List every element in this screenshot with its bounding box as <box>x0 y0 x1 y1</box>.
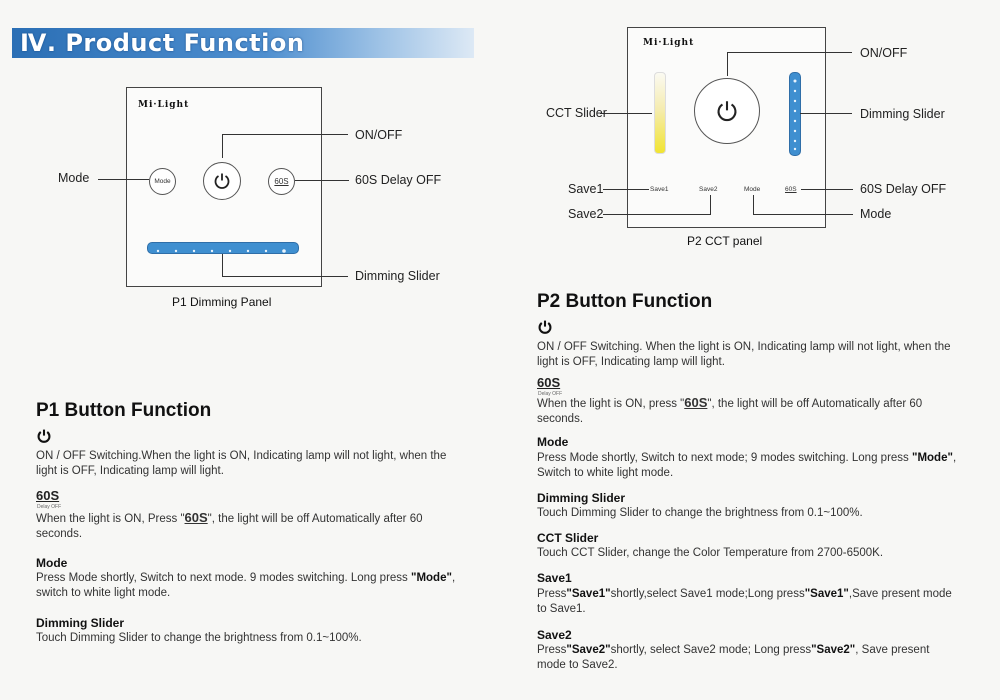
slider-dots-icon <box>793 79 797 151</box>
p2-brand-logo: Mi·Light <box>643 38 695 48</box>
slider-dots-icon <box>156 249 286 253</box>
p2-cct-slider[interactable] <box>654 72 666 154</box>
p1-mode-line <box>98 179 149 180</box>
p2-mode-title: Mode <box>537 435 569 449</box>
section-banner <box>12 28 474 58</box>
p1-dimming-slider[interactable] <box>147 242 299 254</box>
p2-label-onoff: ON/OFF <box>860 46 908 60</box>
p1-function-title: P1 Button Function <box>36 400 212 421</box>
p1-label-mode: Mode <box>58 171 90 185</box>
p2-dimming-slider[interactable] <box>789 72 801 156</box>
p1-label-dimming: Dimming Slider <box>355 269 440 283</box>
p2-save1-text: Press"Save1"shortly,select Save1 mode;Lo… <box>537 588 952 615</box>
p2-cct-text: Touch CCT Slider, change the Color Tempe… <box>537 547 884 559</box>
p1-label-onoff: ON/OFF <box>355 128 403 142</box>
p1-dimming-line-h <box>222 276 348 277</box>
p2-save1-button[interactable]: Save1 <box>650 186 669 193</box>
p1-caption: P1 Dimming Panel <box>172 295 272 309</box>
p1-label-delay: 60S Delay OFF <box>355 173 442 187</box>
p2-label-delay: 60S Delay OFF <box>860 182 947 196</box>
p1-dimming-title: Dimming Slider <box>36 616 125 630</box>
p2-dimming-title: Dimming Slider <box>537 491 626 505</box>
p1-dimming-text: Touch Dimming Slider to change the brigh… <box>36 632 362 644</box>
p2-label-save1: Save1 <box>568 182 604 196</box>
section-title: Ⅳ. Product Function <box>20 29 305 57</box>
p2-label-mode: Mode <box>860 207 892 221</box>
p2-dimming-line <box>800 113 852 114</box>
p2-power-text: ON / OFF Switching. When the light is ON… <box>537 341 951 368</box>
p1-mode-title: Mode <box>36 556 68 570</box>
power-icon <box>717 101 737 122</box>
power-icon <box>37 429 51 443</box>
p2-save2-line-h <box>603 214 711 215</box>
p2-dimming-text: Touch Dimming Slider to change the brigh… <box>537 507 863 519</box>
delay-60s-subtext: Delay OFF <box>538 391 563 397</box>
p1-power-button[interactable] <box>203 162 241 200</box>
delay-60s-subtext: Delay OFF <box>37 504 62 510</box>
p2-cct-line <box>600 113 652 114</box>
p2-onoff-line-h <box>727 52 852 53</box>
p1-delay-line <box>295 180 349 181</box>
p2-save1-line <box>603 189 649 190</box>
p2-caption: P2 CCT panel <box>687 234 763 248</box>
p2-save1-title: Save1 <box>537 571 572 585</box>
p1-delay-button[interactable]: 60S <box>268 168 295 195</box>
p2-onoff-line-v <box>727 52 728 76</box>
p1-onoff-line-v <box>222 134 223 158</box>
power-icon <box>214 173 230 189</box>
power-icon <box>538 320 552 334</box>
p1-dimming-line-v <box>222 254 223 276</box>
p2-mode-line-h <box>753 214 853 215</box>
p2-delay-line <box>801 189 853 190</box>
p2-delay-text: When the light is ON, press "60S", the l… <box>537 395 923 425</box>
p1-mode-button[interactable]: Mode <box>149 168 176 195</box>
p2-save2-text: Press"Save2"shortly, select Save2 mode; … <box>537 644 930 671</box>
p2-cct-title: CCT Slider <box>537 531 599 545</box>
p2-mode-line-v <box>753 195 754 214</box>
p2-mode-button[interactable]: Mode <box>744 186 761 193</box>
p2-save2-line-v <box>710 195 711 214</box>
p2-function-title: P2 Button Function <box>537 291 713 312</box>
p2-label-cct: CCT Slider <box>546 106 607 120</box>
delay-60s-icon: 60S <box>684 395 708 410</box>
delay-60s-icon: 60S <box>537 375 561 390</box>
p2-label-save2: Save2 <box>568 207 604 221</box>
p1-mode-text: Press Mode shortly, Switch to next mode.… <box>36 572 456 599</box>
delay-60s-icon: 60S <box>184 510 208 525</box>
p2-label-dimming: Dimming Slider <box>860 107 945 121</box>
p1-power-text: ON / OFF Switching.When the light is ON,… <box>36 450 447 477</box>
p2-save2-title: Save2 <box>537 628 572 642</box>
p2-mode-text: Press Mode shortly, Switch to next mode;… <box>537 452 957 479</box>
delay-60s-icon: 60S <box>36 488 60 503</box>
p2-power-button[interactable] <box>694 78 760 144</box>
p1-onoff-line-h <box>222 134 348 135</box>
p2-save2-button[interactable]: Save2 <box>699 186 718 193</box>
p1-delay-text: When the light is ON, Press "60S", the l… <box>36 510 423 540</box>
p2-delay-button[interactable]: 60S <box>785 186 797 193</box>
p1-brand-logo: Mi·Light <box>138 100 190 110</box>
